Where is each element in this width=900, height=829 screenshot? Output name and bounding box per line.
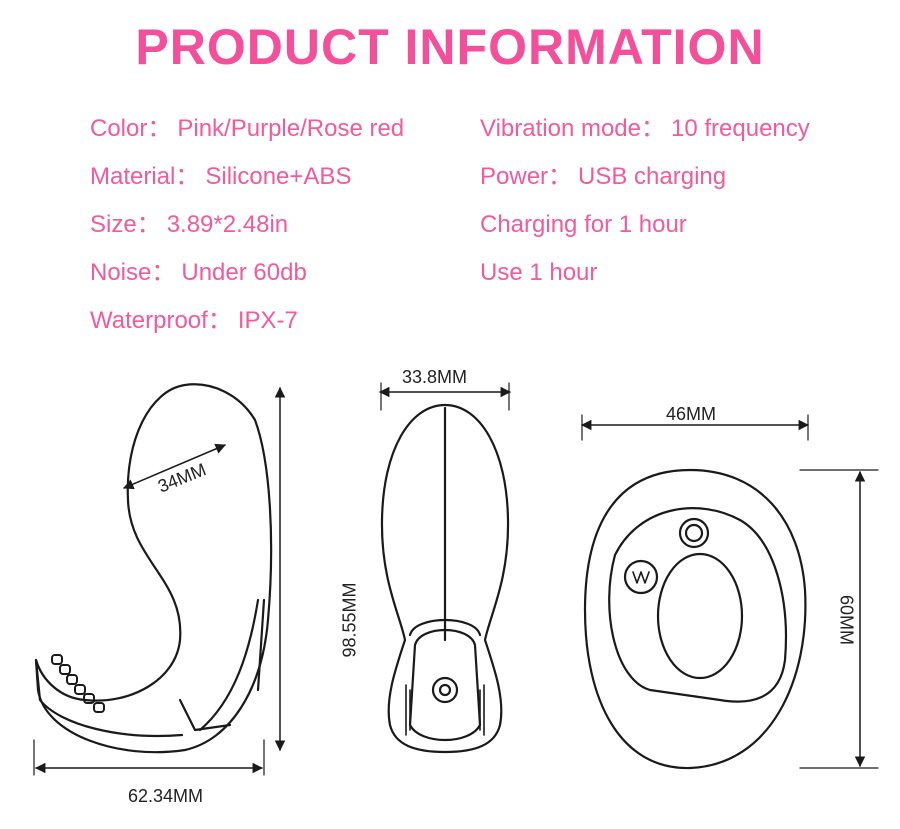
- spec-use-time: Use 1 hour: [480, 259, 598, 286]
- spec-list-right: Vibration mode：10 frequency Power：USB ch…: [480, 110, 810, 302]
- front-view-drawing: [378, 382, 512, 754]
- spec-list-left: Color：Pink/Purple/Rose red Material：Sili…: [90, 110, 404, 350]
- remote-view-drawing: [580, 414, 879, 770]
- dim-side-total-width: 62.34MM: [128, 786, 204, 806]
- spec-vibration-mode: Vibration mode：10 frequency: [480, 115, 810, 142]
- spec-color: Color：Pink/Purple/Rose red: [90, 115, 405, 142]
- dim-remote-height: 60MM: [836, 594, 857, 646]
- spec-waterproof: Waterproof：IPX-7: [90, 307, 298, 334]
- side-view-drawing: [33, 383, 286, 776]
- spec-size: Size：3.89*2.48in: [90, 211, 289, 238]
- spec-charging-time: Charging for 1 hour: [480, 211, 687, 238]
- spec-power: Power：USB charging: [480, 163, 727, 190]
- dim-front-width: 33.8MM: [402, 367, 468, 387]
- dim-remote-width: 46MM: [666, 404, 717, 424]
- spec-noise: Noise：Under 60db: [90, 259, 307, 286]
- dim-front-height: 98.55MM: [339, 582, 360, 658]
- page-title: PRODUCT INFORMATION: [135, 19, 765, 75]
- spec-material: Material：Silicone+ABS: [90, 163, 352, 190]
